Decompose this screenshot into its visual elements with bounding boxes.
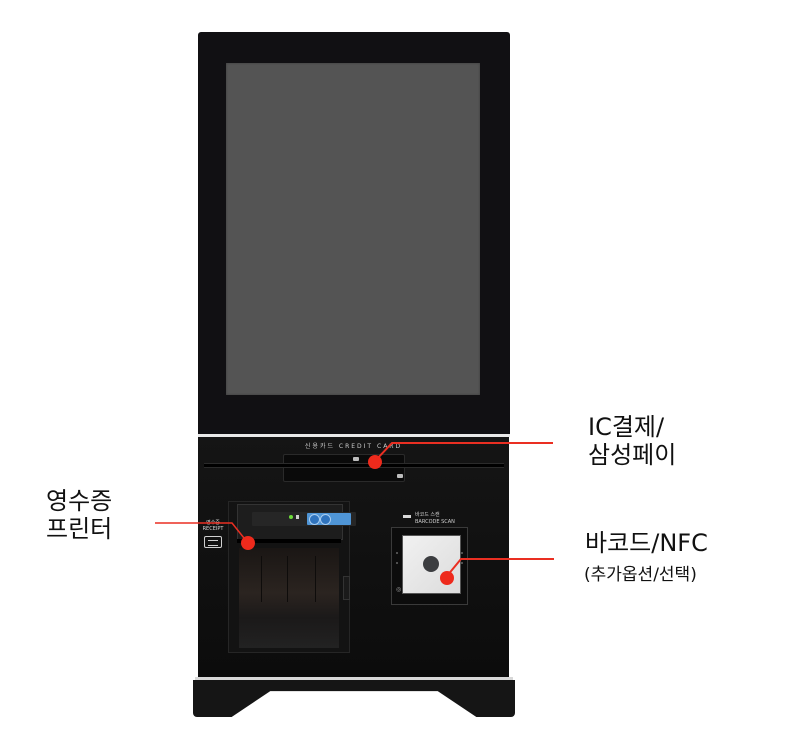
indicator-dot: [461, 562, 463, 564]
indicator-dot: [461, 552, 463, 554]
paper-exit-slot: [237, 539, 341, 543]
callout-line-ic: [374, 442, 553, 462]
callout-dot-barcode: [440, 571, 454, 585]
ic-card-reader-panel: [283, 454, 405, 482]
callout-barcode-nfc: 바코드/NFC: [585, 529, 708, 557]
paper-fold-line: [287, 556, 288, 602]
scanner-label-ko: 바코드 스캔: [415, 512, 440, 518]
callout-receipt-line1: 영수증: [46, 487, 113, 515]
receipt-printer: [228, 501, 356, 653]
callout-receipt-printer: 영수증 프린터: [46, 487, 113, 543]
card-slot[interactable]: [204, 463, 504, 468]
callout-dot-ic: [368, 455, 382, 469]
paper-fold-line: [315, 556, 316, 602]
kiosk-lower-body: 신용카드 CREDIT CARD 영수증 RECEIPT 바코드: [198, 437, 509, 677]
callout-ic-payment: IC결제/ 삼성페이: [588, 413, 677, 469]
power-led-icon: [289, 515, 293, 519]
touch-screen[interactable]: [226, 63, 480, 395]
base-trim: [195, 677, 513, 680]
printer-paper-window: [239, 548, 339, 648]
printer-latch[interactable]: [343, 576, 350, 600]
chip-icon: [353, 457, 359, 461]
printer-control-panel: [252, 512, 356, 526]
scanner-window: [402, 535, 461, 594]
callout-barcode-option: (추가옵션/선택): [584, 565, 697, 585]
kiosk-monitor: [198, 32, 510, 434]
scanner-lens-icon: [423, 556, 439, 572]
callout-ic-line1: IC결제/: [588, 413, 665, 441]
callout-line-barcode: [446, 558, 554, 577]
callout-dot-receipt: [241, 536, 255, 550]
paper-fold-line: [261, 556, 262, 602]
printer-feed-button[interactable]: [309, 514, 320, 525]
indicator-dot: [396, 552, 398, 554]
error-led-icon: [296, 515, 299, 519]
receipt-printer-icon: [204, 536, 222, 548]
printer-button-area: [307, 513, 351, 525]
card-reader-label: 신용카드 CREDIT CARD: [304, 443, 403, 450]
scanner-label-en: BARCODE SCAN: [415, 519, 455, 525]
printer-head: [237, 504, 356, 540]
monitor-divider: [198, 434, 510, 437]
printer-open-button[interactable]: [320, 514, 331, 525]
barcode-icon: [403, 515, 411, 526]
nfc-icon: ◎: [396, 586, 402, 593]
callout-ic-line2: 삼성페이: [588, 440, 677, 469]
callout-receipt-line2: 프린터: [46, 514, 113, 543]
card-insert-icon: [397, 474, 403, 478]
callout-line-receipt: [155, 522, 245, 539]
scanner-label: 바코드 스캔 BARCODE SCAN: [415, 512, 455, 526]
indicator-dot: [396, 562, 398, 564]
